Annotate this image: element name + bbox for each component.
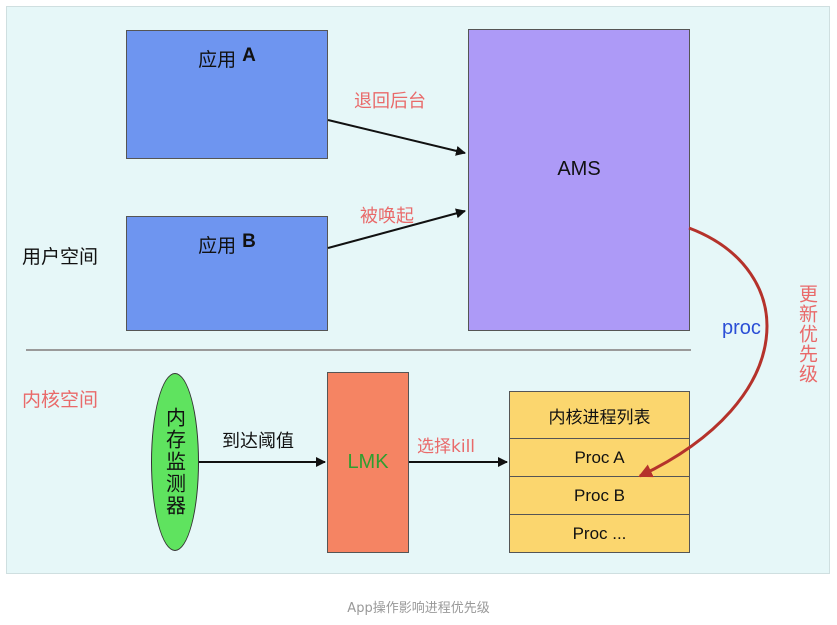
figure-caption: App操作影响进程优先级	[347, 601, 490, 616]
edge-label-back-to-background: 退回后台	[354, 91, 426, 112]
space-divider	[26, 349, 691, 351]
update-priority-label: 更新优先级	[794, 284, 821, 384]
process-row: Proc ...	[510, 514, 689, 552]
edge-label-woken-up: 被唤起	[360, 206, 414, 227]
ams-label: AMS	[557, 158, 601, 180]
process-list-header: 内核进程列表	[548, 407, 651, 428]
arrow-app-b-to-ams	[327, 208, 466, 249]
process-row: Proc B	[510, 476, 689, 514]
threshold-label: 到达阈值	[222, 431, 294, 452]
memory-monitor-label: 内存监测器	[162, 407, 187, 517]
lmk-box: LMK	[327, 372, 409, 553]
select-kill-label: 选择kill	[417, 437, 476, 457]
app-a-letter: A	[242, 45, 256, 66]
app-a-prefix: 应用	[198, 49, 237, 71]
kernel-space-label: 内核空间	[22, 389, 99, 411]
arrow-app-a-to-ams	[327, 119, 466, 156]
arrow-ams-to-proc-a	[638, 226, 769, 478]
kernel-process-list: 内核进程列表 Proc A Proc B Proc ...	[509, 391, 690, 553]
memory-monitor-ellipse: 内存监测器	[151, 373, 199, 551]
proc-label: proc	[722, 317, 761, 339]
update-priority-text: 更新优先级	[796, 284, 818, 384]
process-row: Proc A	[510, 438, 689, 476]
ams-box: AMS	[468, 29, 690, 331]
user-space-label: 用户空间	[22, 246, 99, 268]
lmk-label: LMK	[347, 451, 389, 473]
app-b-letter: B	[242, 231, 256, 252]
app-b-prefix: 应用	[198, 235, 237, 257]
